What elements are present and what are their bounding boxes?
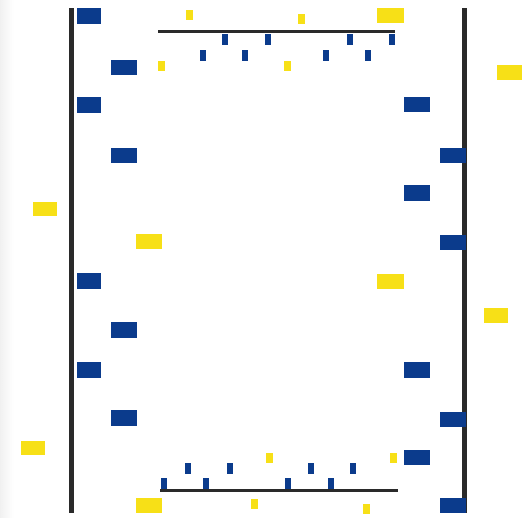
yellow-chip	[186, 10, 193, 20]
blue-block	[111, 148, 137, 163]
yellow-block	[484, 308, 508, 323]
yellow-block	[136, 498, 162, 513]
blue-block	[440, 412, 466, 427]
blue-tick	[222, 34, 228, 45]
blue-tick	[242, 50, 248, 61]
top-bar	[158, 30, 395, 33]
blue-block	[404, 97, 430, 112]
yellow-chip	[251, 499, 258, 509]
blue-tick	[185, 463, 191, 474]
blue-block	[77, 362, 101, 378]
blue-block	[77, 8, 101, 24]
yellow-chip	[298, 14, 305, 24]
blue-tick	[347, 34, 353, 45]
yellow-block	[136, 234, 162, 249]
left-wall	[69, 8, 74, 513]
blue-tick	[389, 34, 395, 45]
blue-tick	[161, 478, 167, 489]
blue-block	[404, 362, 430, 378]
yellow-chip	[284, 61, 291, 71]
blue-tick	[323, 50, 329, 61]
blue-tick	[328, 478, 334, 489]
blue-tick	[200, 50, 206, 61]
right-wall	[462, 8, 467, 513]
blue-tick	[203, 478, 209, 489]
blue-tick	[365, 50, 371, 61]
yellow-block	[497, 65, 522, 80]
blue-block	[404, 185, 430, 201]
blue-tick	[308, 463, 314, 474]
blue-block	[111, 322, 137, 338]
yellow-chip	[390, 453, 397, 463]
yellow-block	[377, 8, 404, 23]
blue-block	[440, 498, 466, 513]
blue-tick	[265, 34, 271, 45]
blue-block	[77, 97, 101, 113]
yellow-block	[21, 441, 45, 455]
blue-block	[404, 450, 430, 465]
yellow-chip	[266, 453, 273, 463]
blue-block	[111, 60, 137, 75]
yellow-block	[33, 202, 57, 216]
blue-tick	[285, 478, 291, 489]
blue-block	[440, 148, 466, 163]
bottom-bar	[160, 489, 398, 492]
yellow-block	[377, 274, 404, 289]
yellow-chip	[158, 61, 165, 71]
blue-tick	[350, 463, 356, 474]
left-edge-shade	[0, 0, 14, 518]
blue-tick	[227, 463, 233, 474]
blue-block	[111, 410, 137, 426]
blue-block	[77, 273, 101, 289]
blue-block	[440, 235, 466, 250]
yellow-chip	[363, 504, 370, 514]
